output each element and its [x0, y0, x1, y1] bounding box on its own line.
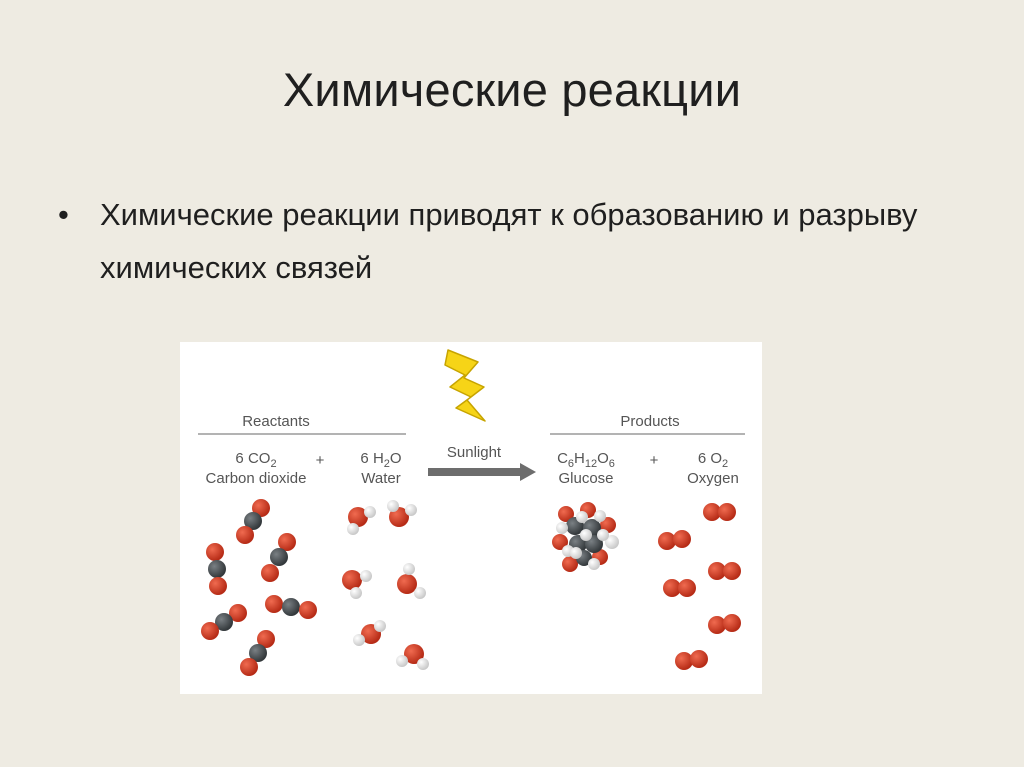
co2-molecule: [206, 543, 227, 595]
products-header: Products: [620, 413, 679, 430]
h2o-formula: 6 H2O: [360, 450, 401, 470]
h2o-molecule: [353, 620, 386, 646]
glucose-name: Glucose: [558, 470, 613, 487]
co2-formula: 6 CO2: [235, 450, 276, 470]
co2-name: Carbon dioxide: [206, 470, 307, 487]
bullet-dot-icon: •: [58, 197, 69, 232]
bullet-list: • Химические реакции приводят к образова…: [58, 188, 978, 294]
o2-name: Oxygen: [687, 470, 739, 487]
h2o-name: Water: [361, 470, 400, 487]
bullet-text: Химические реакции приводят к образовани…: [100, 197, 918, 285]
reactants-header: Reactants: [242, 413, 310, 430]
o2-molecule: [658, 530, 691, 550]
co2-molecules: [201, 499, 317, 676]
h2o-molecule: [396, 644, 429, 670]
reactants-plus: +: [316, 452, 325, 469]
slide-title: Химические реакции: [282, 63, 742, 116]
h2o-molecule: [397, 563, 426, 599]
o2-molecule: [663, 579, 696, 597]
co2-molecule: [240, 630, 275, 676]
glucose-formula: C6H12O6: [557, 450, 615, 470]
glucose-molecule: [552, 502, 619, 572]
o2-formula: 6 O2: [698, 450, 728, 470]
h2o-molecule: [387, 500, 417, 527]
co2-molecule: [236, 499, 270, 544]
h2o-molecule: [347, 506, 376, 535]
lightning-bolt-icon: [444, 349, 486, 422]
o2-molecule: [703, 503, 736, 521]
o2-molecules: [658, 503, 741, 670]
reaction-diagram: Reactants Products 6 CO2 Carbon dioxide …: [198, 349, 745, 676]
photosynthesis-figure: Reactants Products 6 CO2 Carbon dioxide …: [180, 342, 762, 694]
co2-molecule: [201, 604, 247, 640]
sunlight-label: Sunlight: [447, 444, 502, 461]
products-plus: +: [650, 452, 659, 469]
o2-molecule: [708, 614, 741, 634]
bullet-item: • Химические реакции приводят к образова…: [58, 188, 978, 294]
h2o-molecules: [342, 500, 429, 670]
o2-molecule: [708, 562, 741, 580]
o2-molecule: [675, 650, 708, 670]
reaction-arrow-icon: [428, 463, 536, 481]
h2o-molecule: [342, 570, 372, 599]
co2-molecule: [265, 595, 317, 619]
co2-molecule: [261, 533, 296, 582]
